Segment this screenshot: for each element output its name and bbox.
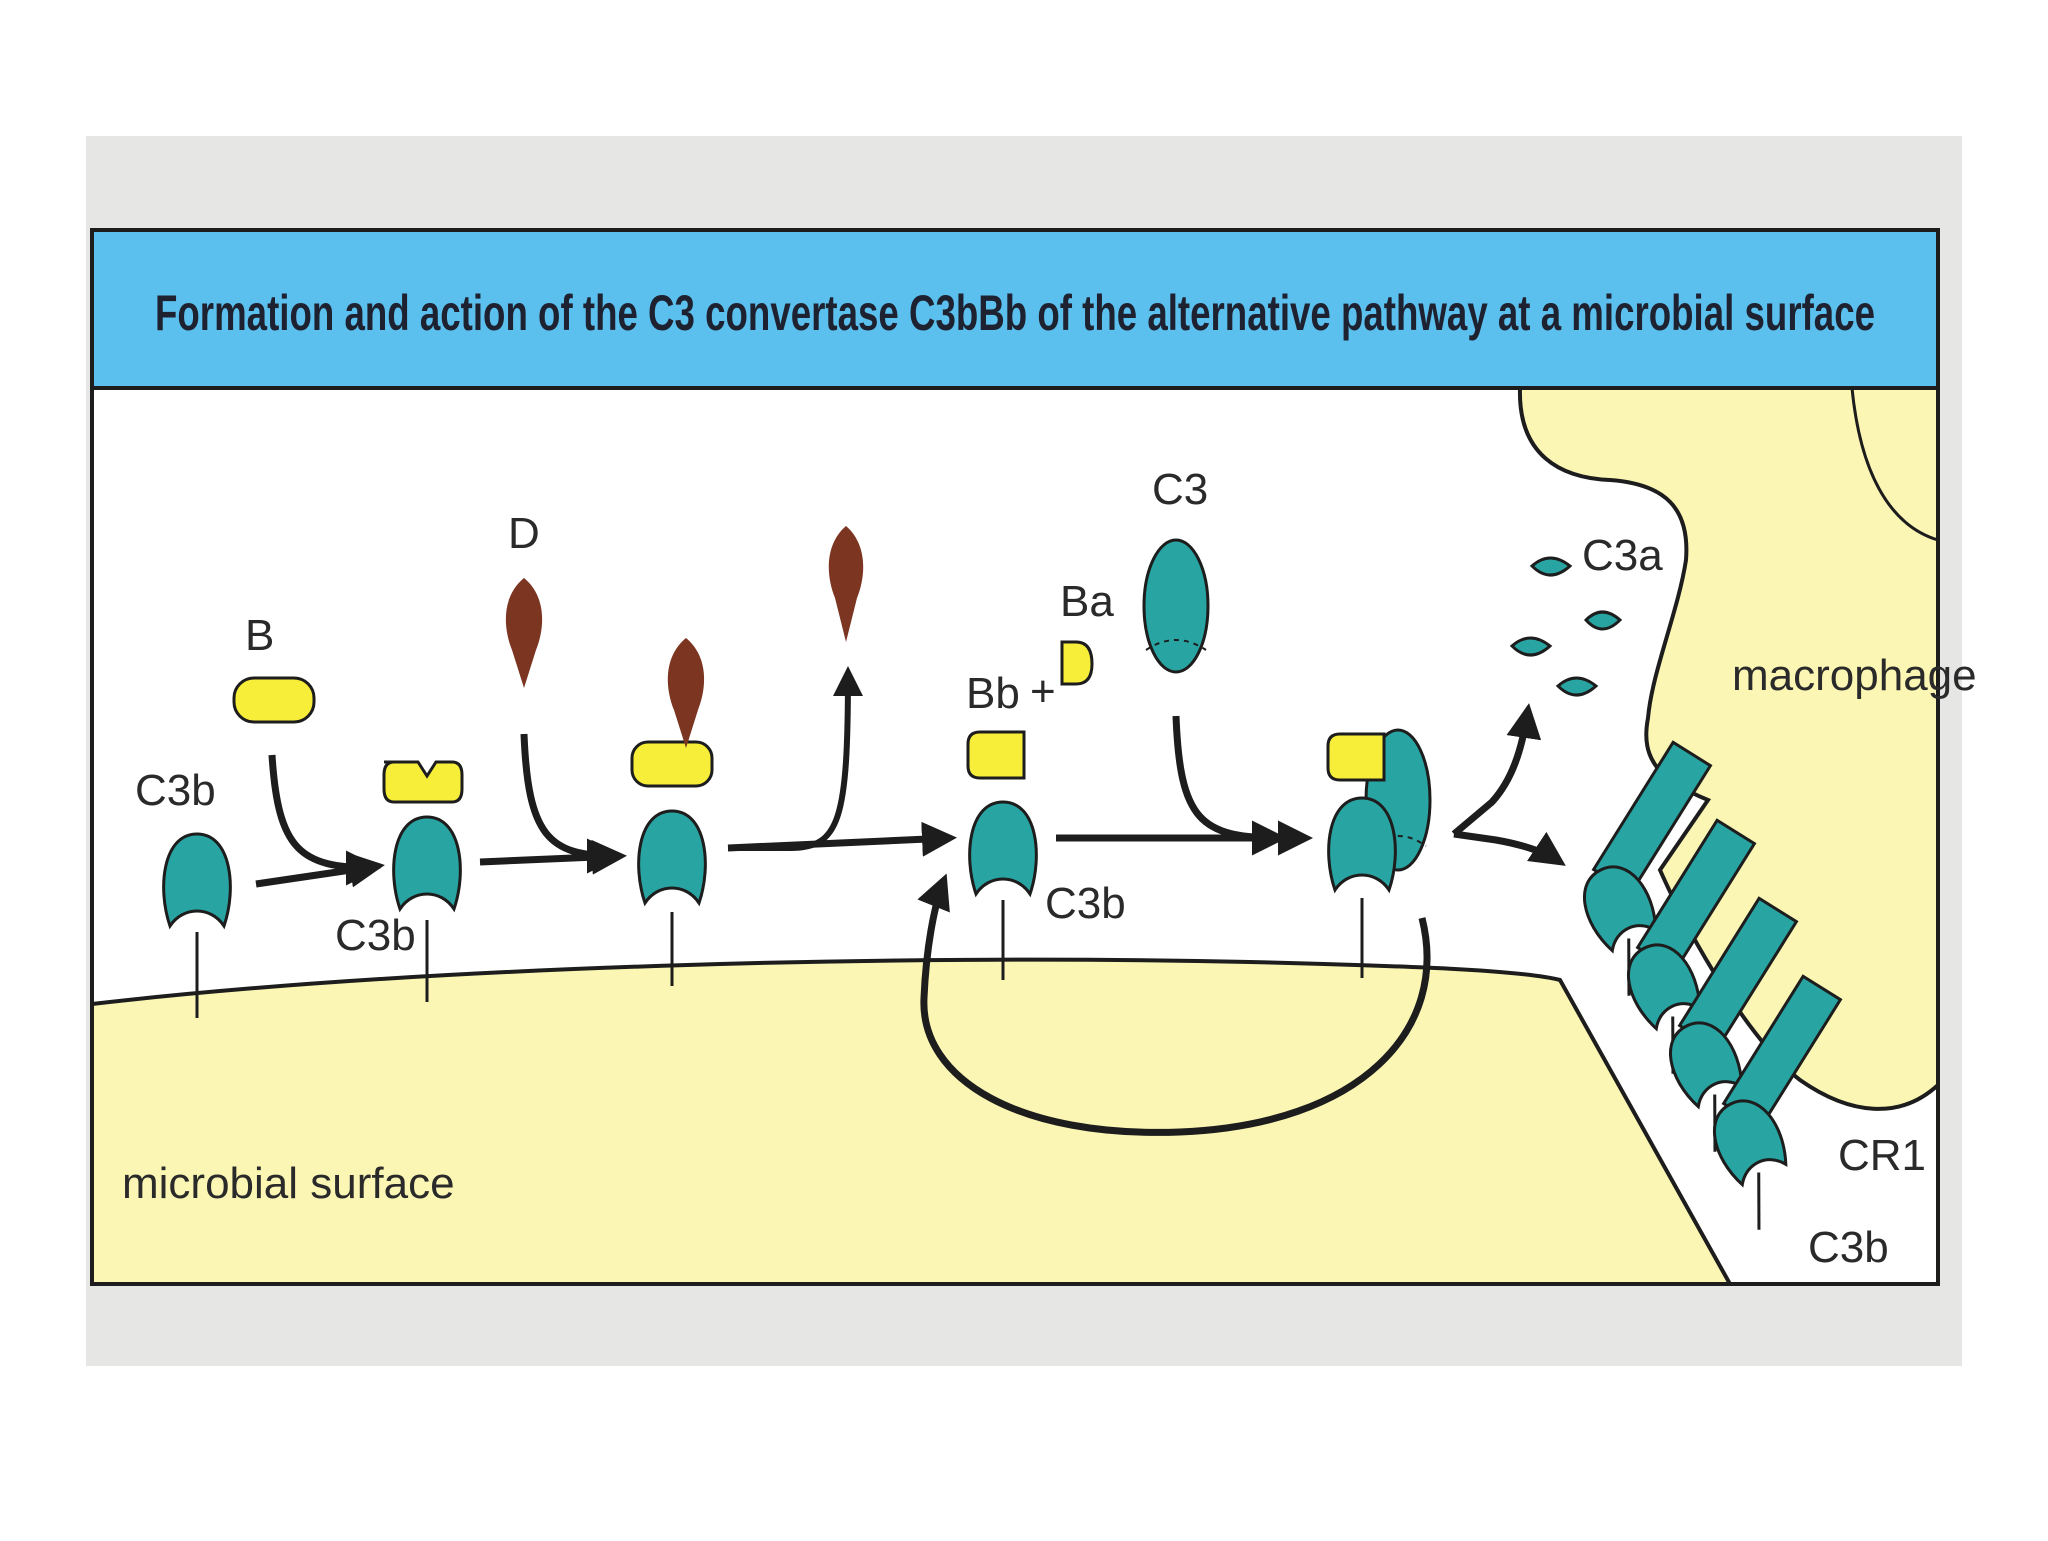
label-d: D <box>508 509 540 558</box>
convertase-c3-complex <box>1326 728 1432 978</box>
arrow-step3 <box>727 821 957 857</box>
label-c3b-convertase: C3b <box>1045 879 1126 928</box>
arrow-to-c3a <box>1451 703 1542 837</box>
amplification-loop-arrow <box>917 873 1431 1136</box>
diagram-border <box>90 228 1940 1286</box>
c3a-fragments <box>1509 556 1623 697</box>
label-ba: Ba <box>1060 577 1114 626</box>
label-macrophage: macrophage <box>1732 651 1977 700</box>
c3bbb-convertase <box>966 730 1038 980</box>
label-bb: Bb <box>966 669 1020 718</box>
c3b-b-d-complex <box>630 638 714 986</box>
label-b: B <box>245 611 274 660</box>
c3b-bound-step1 <box>162 832 232 1018</box>
c3b-b-complex <box>382 760 464 1002</box>
label-c3: C3 <box>1152 465 1208 514</box>
arrow-step2 <box>479 839 627 875</box>
factor-ba-fragment <box>1060 640 1094 686</box>
diagram-title: Formation and action of the C3 convertas… <box>155 285 1875 341</box>
macrophage-nucleus-edge <box>1850 387 1939 542</box>
c3-molecule <box>1142 538 1210 674</box>
label-c3b-bound: C3b <box>335 911 416 960</box>
label-plus: + <box>1030 667 1056 716</box>
label-c3b-start: C3b <box>135 766 216 815</box>
factor-d-released <box>828 526 864 642</box>
cr1-c3b-interactions <box>1583 740 1843 1230</box>
factor-d <box>505 578 543 688</box>
label-c3b-receptor: C3b <box>1808 1223 1889 1272</box>
factor-b <box>232 676 316 724</box>
label-c3a: C3a <box>1582 531 1663 580</box>
microbial-surface-region <box>90 957 1734 1286</box>
macrophage-region <box>1517 386 1940 1111</box>
arrow-step1 <box>255 852 385 888</box>
arrow-to-c3b <box>1453 830 1566 866</box>
label-cr1: CR1 <box>1838 1131 1926 1180</box>
label-microbial-surface: microbial surface <box>122 1159 455 1208</box>
